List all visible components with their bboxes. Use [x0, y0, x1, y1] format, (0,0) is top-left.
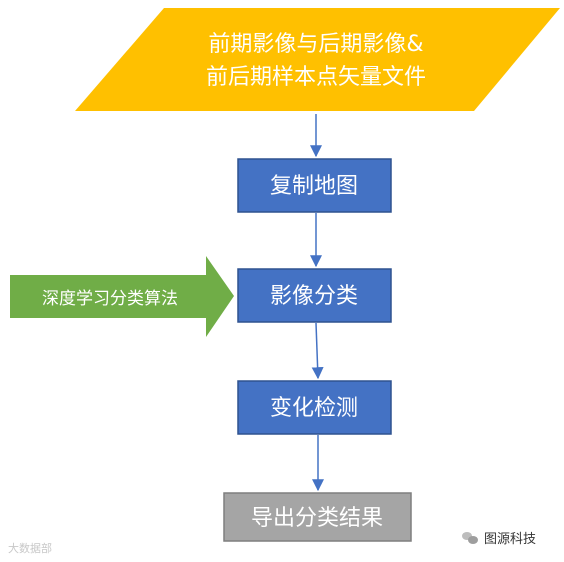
watermark-right: 图源科技	[462, 528, 536, 547]
step-export-results-label: 导出分类结果	[251, 506, 383, 531]
watermark-left: 大数据部	[8, 540, 52, 556]
step-copy-map: 复制地图	[237, 158, 392, 213]
step-image-classification-label: 影像分类	[270, 284, 358, 309]
watermark-right-label: 图源科技	[484, 532, 537, 547]
step-change-detection: 变化检测	[237, 380, 392, 435]
side-input-arrow: 深度学习分类算法	[10, 256, 234, 337]
input-node-line1: 前期影像与后期影像&	[208, 32, 423, 57]
step-image-classification: 影像分类	[237, 268, 392, 323]
input-node-line2: 前后期样本点矢量文件	[206, 65, 426, 90]
input-node: 前期影像与后期影像& 前后期样本点矢量文件	[75, 8, 560, 111]
step-copy-map-label: 复制地图	[270, 174, 358, 199]
connector-classify-to-detect	[311, 322, 324, 380]
watermark-left-label: 大数据部	[8, 542, 52, 555]
wechat-icon	[462, 531, 478, 545]
step-change-detection-label: 变化检测	[270, 396, 358, 421]
side-input-label: 深度学习分类算法	[42, 289, 178, 309]
step-export-results: 导出分类结果	[223, 492, 412, 542]
